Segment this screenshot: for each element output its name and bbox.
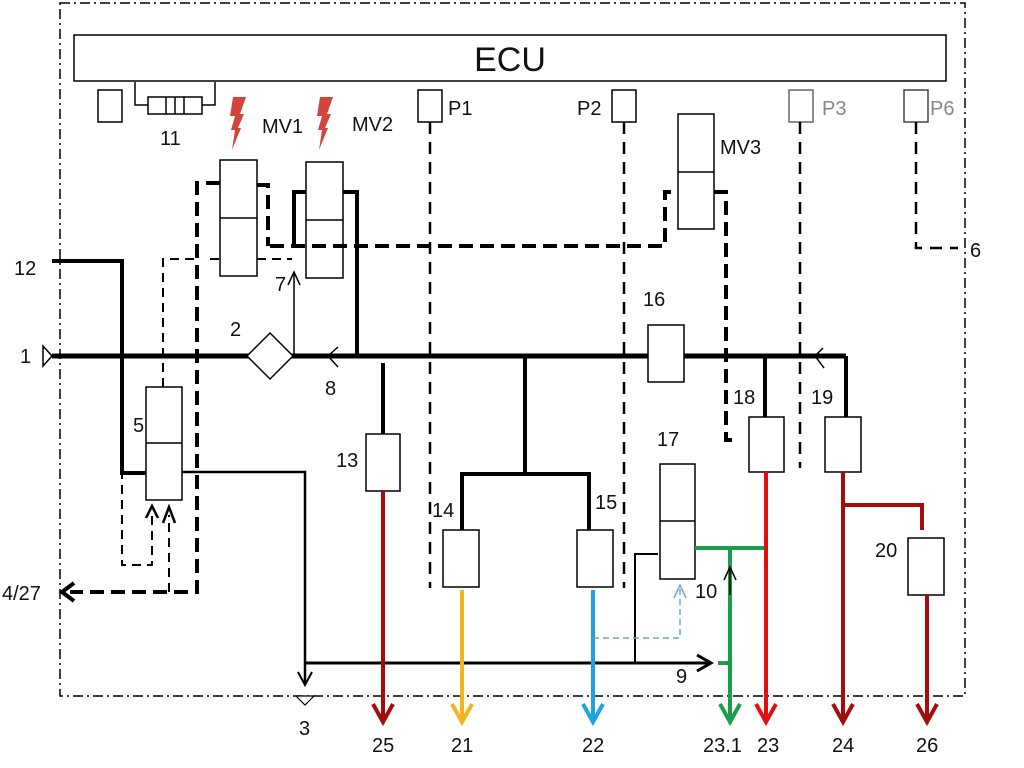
label-p1: P1 xyxy=(448,98,472,120)
pilot-line-mv3-right xyxy=(714,190,738,442)
filter-2 xyxy=(245,331,295,381)
component-11-wire xyxy=(134,82,216,106)
component-15 xyxy=(576,529,614,588)
label-12: 12 xyxy=(14,258,36,280)
line-12 xyxy=(52,259,146,475)
output-line-22 xyxy=(581,590,605,727)
pilot-line-main xyxy=(270,190,678,248)
arrow-7 xyxy=(287,270,301,286)
output-line-23-1 xyxy=(695,546,765,727)
connector-box xyxy=(97,89,123,123)
label-2: 2 xyxy=(230,319,241,341)
pilot-arrows-5 xyxy=(144,503,177,524)
check-valve-8 xyxy=(326,346,339,368)
component-20 xyxy=(907,537,945,596)
sensor-p3 xyxy=(788,89,814,123)
output-label-22: 22 xyxy=(582,735,604,757)
arrow-10 xyxy=(723,565,737,595)
ecu-label: ECU xyxy=(474,41,546,79)
label-10: 10 xyxy=(695,581,717,603)
label-p3: P3 xyxy=(822,98,846,120)
arrow-3 xyxy=(297,671,313,688)
label-mv2: MV2 xyxy=(352,114,393,136)
label-mv1: MV1 xyxy=(262,116,303,138)
component-14 xyxy=(442,529,480,588)
label-5: 5 xyxy=(133,415,144,437)
output-label-23-1: 23.1 xyxy=(703,735,742,757)
exhaust-port-3 xyxy=(294,695,316,706)
label-11: 11 xyxy=(160,128,181,150)
pilot-line-5 xyxy=(162,258,195,387)
exhaust-line-3 xyxy=(182,470,307,685)
component-16 xyxy=(647,324,685,383)
label-7: 7 xyxy=(275,274,286,296)
label-9: 9 xyxy=(676,666,687,688)
label-4-27: 4/27 xyxy=(2,583,41,605)
p6-signal-line xyxy=(914,122,958,250)
label-18: 18 xyxy=(733,387,755,409)
output-label-21: 21 xyxy=(451,735,473,757)
label-p6: P6 xyxy=(930,98,954,120)
output-line-21 xyxy=(450,590,474,727)
component-19 xyxy=(824,416,862,473)
output-line-24 xyxy=(831,472,855,727)
sensor-p6 xyxy=(903,89,929,123)
label-20: 20 xyxy=(875,540,897,562)
arrow-pilot-17 xyxy=(673,583,687,599)
label-p2: P2 xyxy=(577,98,601,120)
line-9-branch-17 xyxy=(634,553,658,663)
output-line-25 xyxy=(371,491,395,727)
label-19: 19 xyxy=(811,387,833,409)
line-20-feed xyxy=(843,503,924,530)
label-3: 3 xyxy=(299,718,310,740)
lightning-icon-mv1 xyxy=(230,97,246,150)
label-14: 14 xyxy=(432,500,454,522)
output-label-24: 24 xyxy=(832,735,854,757)
inlet-port-1 xyxy=(42,344,54,368)
mv2-supply-line xyxy=(292,190,359,354)
lightning-icon-mv2 xyxy=(317,97,333,150)
pilot-line-22-17 xyxy=(593,588,681,639)
system-boundary xyxy=(59,2,966,697)
label-13: 13 xyxy=(336,450,358,472)
label-mv3: MV3 xyxy=(720,137,761,159)
component-18 xyxy=(748,416,785,473)
component-13 xyxy=(365,433,401,492)
label-17: 17 xyxy=(657,429,679,451)
output-label-23: 23 xyxy=(757,735,779,757)
label-16: 16 xyxy=(643,289,665,311)
label-15: 15 xyxy=(595,492,617,514)
pilot-line-5-loop xyxy=(121,470,153,566)
pilot-line-mv1-right xyxy=(257,183,270,246)
label-8: 8 xyxy=(325,378,336,400)
line-14-15 xyxy=(460,356,591,530)
output-label-26: 26 xyxy=(916,735,938,757)
sensor-p1 xyxy=(417,89,443,123)
ecu-box xyxy=(73,34,947,82)
pilot-line-mv1-left xyxy=(70,181,220,594)
output-label-25: 25 xyxy=(372,735,394,757)
label-1: 1 xyxy=(20,346,31,368)
output-line-26 xyxy=(915,595,939,727)
exhaust-arrow-4-27 xyxy=(58,581,76,603)
sensor-p2 xyxy=(611,89,637,123)
arrow-9 xyxy=(696,653,715,673)
label-6: 6 xyxy=(970,240,981,262)
check-valve-19 xyxy=(814,347,825,369)
output-line-23 xyxy=(754,472,778,727)
